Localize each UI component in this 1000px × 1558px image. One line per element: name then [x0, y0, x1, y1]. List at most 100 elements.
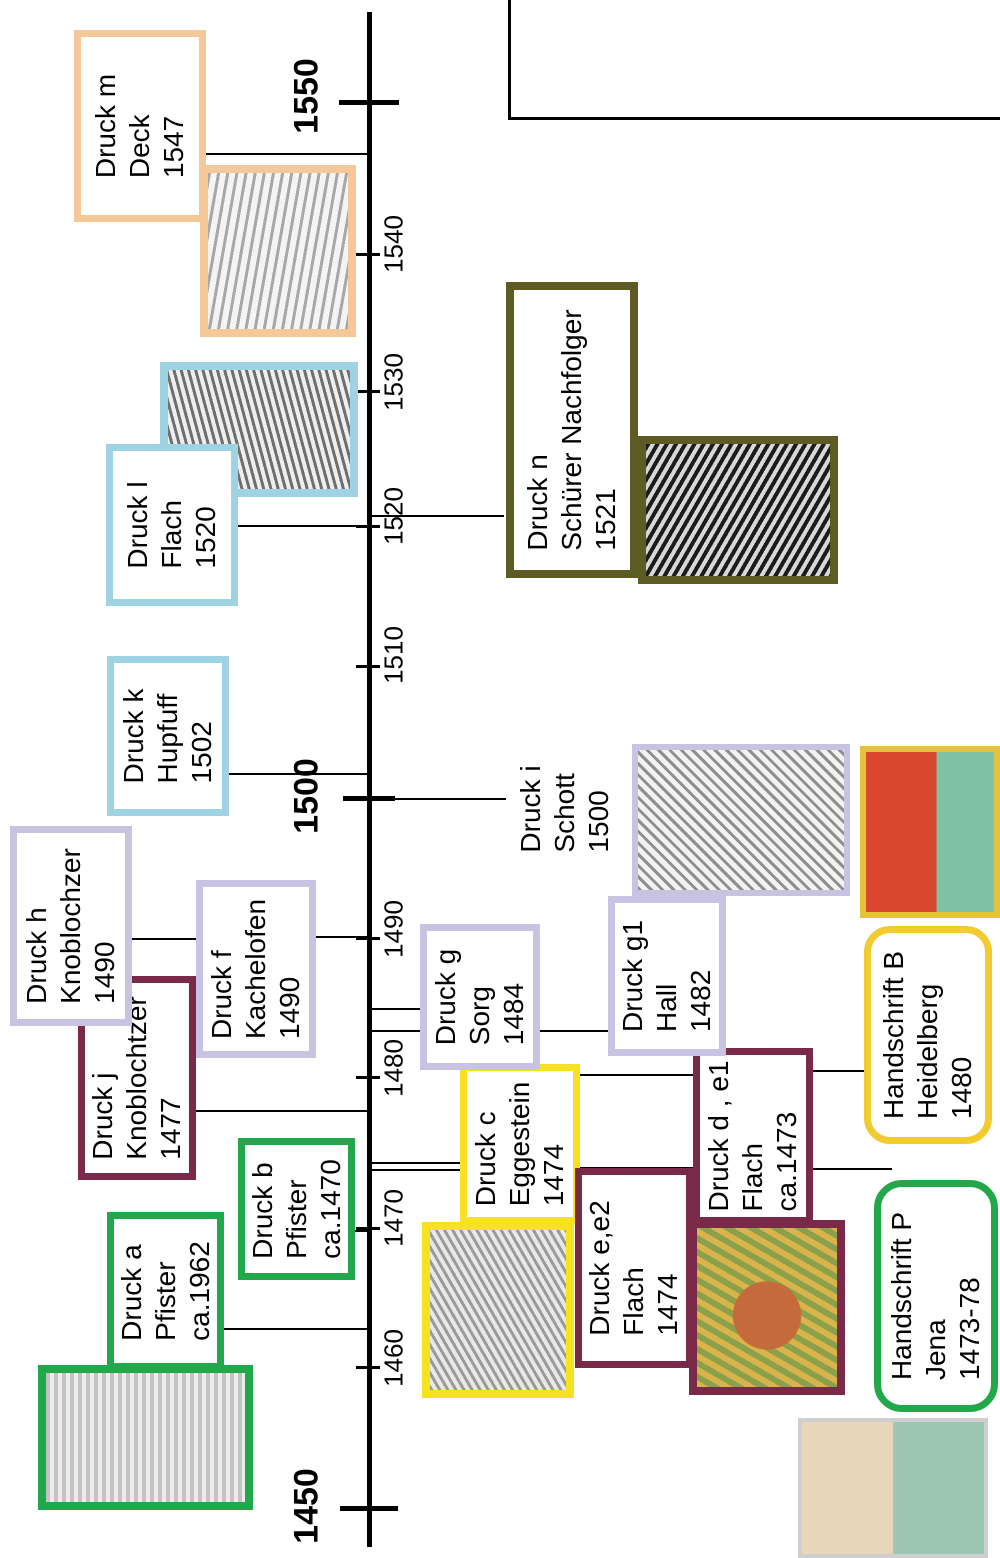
year-label-1540: 1540 [378, 215, 409, 273]
entry-year: ca.1962 [183, 1241, 215, 1341]
entry-title: Druck g [430, 948, 461, 1046]
year-label-1530: 1530 [378, 353, 409, 411]
minor-tick-1480 [356, 1076, 380, 1079]
entry-year: 1477 [155, 1097, 186, 1160]
year-label-1480: 1480 [378, 1039, 409, 1097]
entry-title: Druck b [246, 1162, 278, 1259]
entry-title: Druck e,e2 [584, 1200, 615, 1336]
woodcut-image-druck-a [38, 1365, 253, 1510]
connector-druck-k [226, 773, 368, 775]
connector-druck-g [372, 1008, 422, 1010]
entry-title: Druck n [522, 454, 553, 551]
connector-druck-d [537, 1074, 697, 1076]
major-year-1550: 1550 [287, 58, 326, 134]
entry-author: Deck [124, 114, 155, 179]
entry-year: ca.1470 [314, 1159, 346, 1259]
minor-tick-1460 [356, 1366, 380, 1369]
entry-author: Flach [618, 1267, 649, 1336]
connector-druck-j [195, 1110, 368, 1112]
entry-author: Heidelberg [912, 983, 943, 1120]
connector-druck-c-1 [372, 1162, 464, 1164]
woodcut-image-druck-i [632, 744, 850, 896]
entry-author: Pfister [149, 1261, 181, 1341]
entry-title: Druck d , e1 [703, 1060, 734, 1212]
color-image-handschrift-p [798, 1418, 988, 1558]
major-tick-1450 [340, 1506, 398, 1511]
entry-author: Schürer Nachfolger [556, 309, 587, 551]
entry-year: 1521 [590, 488, 621, 551]
entry-author: Flach [737, 1143, 768, 1212]
entry-title: Druck a [115, 1244, 147, 1341]
entry-year: ca.1473 [771, 1111, 802, 1212]
woodcut-image-druck-n [638, 436, 838, 584]
minor-tick-1470 [356, 1227, 380, 1230]
connector-druck-m [205, 153, 368, 155]
year-label-1470: 1470 [378, 1189, 409, 1247]
connector-druck-i [372, 798, 508, 800]
entry-title: Druck f [206, 950, 237, 1040]
entry-year: 1520 [190, 506, 221, 569]
entry-title: Handschrift B [878, 950, 909, 1120]
connector-handschrift-p [812, 1168, 892, 1170]
minor-tick-1520 [356, 525, 380, 528]
entry-title: Druck l [122, 481, 153, 569]
entry-author: Knoblochzer [55, 848, 86, 1004]
entry-year: 1484 [498, 982, 529, 1046]
entry-year: 1474 [538, 1143, 569, 1207]
entry-year: 1482 [685, 969, 716, 1033]
entry-author: Sorg [464, 986, 495, 1046]
entry-year: 1490 [274, 976, 305, 1040]
major-year-1450: 1450 [287, 1468, 326, 1544]
entry-year: 1500 [583, 790, 614, 853]
minor-tick-1510 [356, 665, 380, 668]
year-label-1510: 1510 [378, 626, 409, 684]
entry-title: Druck c [470, 1111, 501, 1207]
color-image-handschrift-b [860, 746, 1000, 918]
entry-author: Schott [549, 773, 580, 853]
minor-tick-1490 [356, 937, 380, 940]
woodcut-image-druck-c [422, 1222, 574, 1398]
entry-title: Handschrift P [886, 1211, 917, 1381]
entry-year: 1490 [89, 941, 120, 1004]
woodcut-image-druck-m [200, 165, 356, 337]
major-tick-1500 [343, 796, 395, 801]
connector-druck-b [352, 1230, 368, 1232]
connector-druck-l [236, 525, 368, 527]
year-label-1490: 1490 [378, 900, 409, 958]
entry-author: Flach [156, 500, 187, 569]
timeline-axis [367, 12, 372, 1547]
entry-year: 1502 [186, 721, 217, 784]
minor-tick-1530 [356, 390, 380, 393]
connector-handschrift-b [812, 1070, 864, 1072]
entry-author: Jena [920, 1319, 951, 1381]
entry-title: Druck k [118, 688, 149, 784]
entry-year: 1474 [652, 1273, 683, 1336]
entry-author: Hupfuff [152, 693, 183, 784]
entry-author: Eggestein [504, 1081, 535, 1207]
entry-title: Druck h [21, 907, 52, 1004]
major-tick-1550 [339, 100, 399, 105]
entry-title: Druck i [515, 765, 546, 853]
entry-title: Druck g1 [617, 919, 648, 1033]
connector-druck-f [313, 936, 368, 938]
major-year-1500: 1500 [287, 758, 326, 834]
entry-title: Druck m [90, 73, 121, 179]
entry-author: Hall [651, 983, 682, 1033]
color-image-druck-e [689, 1220, 845, 1395]
